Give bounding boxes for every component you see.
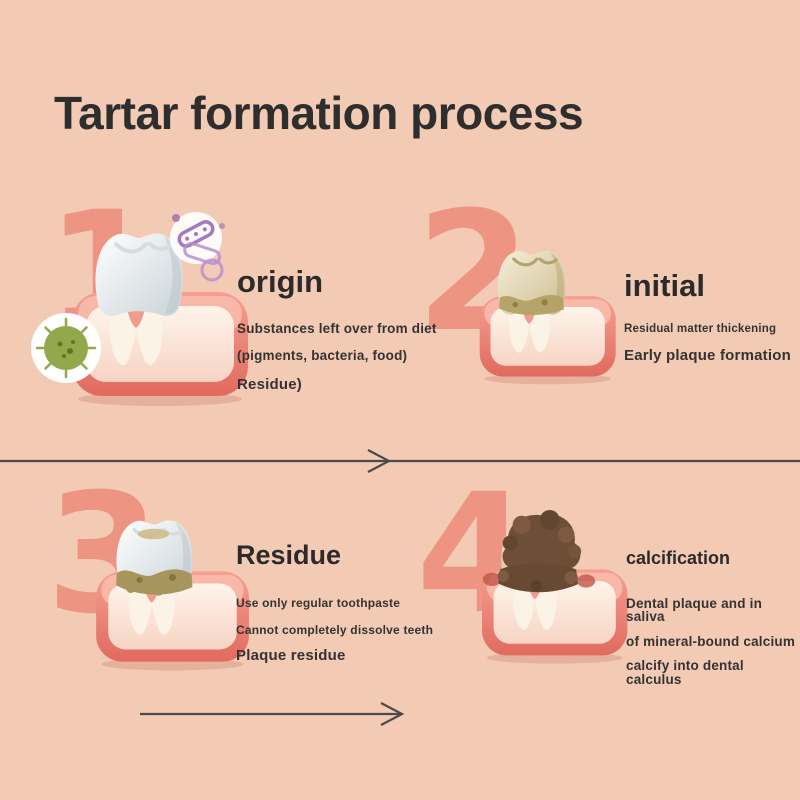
step-3-line: Cannot completely dissolve teeth	[236, 623, 434, 638]
step-1-line: Residue)	[237, 375, 302, 393]
step-3-line: Plaque residue	[236, 647, 346, 665]
inflamed-gum-spot	[577, 574, 596, 588]
step-2-line: Early plaque formation	[624, 347, 791, 365]
step-3-text: Residue Use only regular toothpaste Cann…	[236, 540, 433, 663]
tooth-illustration-stage-3	[56, 488, 256, 679]
step-1-text: origin Substances left over from diet (p…	[237, 264, 437, 392]
step-2-text: initial Residual matter thickening Early…	[624, 268, 791, 363]
plaque-band	[499, 294, 564, 316]
step-3-line: Use only regular toothpaste	[236, 596, 401, 611]
step-4-heading: calcification	[626, 548, 731, 568]
bacteria-icon	[170, 212, 225, 282]
tooth-roots	[512, 582, 557, 630]
gum-notch	[127, 308, 145, 328]
arrow-right-icon	[140, 702, 405, 726]
step-1-heading: origin	[237, 264, 324, 299]
step-2-line: Residual matter thickening	[624, 322, 777, 335]
step-3-heading: Residue	[236, 540, 342, 570]
plaque-band	[116, 569, 193, 596]
page-title: Tartar formation process	[54, 87, 584, 139]
tooth-illustration-stage-4	[444, 490, 634, 672]
step-4-text: calcification Dental plaque and in saliv…	[626, 548, 800, 686]
step-2-heading: initial	[624, 268, 705, 303]
germ-icon	[31, 313, 101, 383]
inflamed-gum-spot	[482, 572, 501, 586]
tooth-illustration-stage-2	[444, 222, 622, 392]
tartar-mass	[497, 509, 582, 593]
tooth-illustration-stage-1	[26, 196, 256, 416]
step-1-line: Substances left over from diet	[237, 320, 437, 336]
tooth-roots	[128, 585, 175, 635]
step-4-line: of mineral-bound calcium	[626, 633, 796, 649]
tooth-roots	[508, 308, 550, 353]
step-4-line: Dental plaque and in saliva	[626, 595, 763, 625]
tooth-roots	[109, 308, 163, 366]
tooth-crown	[95, 233, 183, 316]
step-1-line: (pigments, bacteria, food)	[237, 348, 408, 364]
step-4-line: calcify into dental calculus	[626, 658, 744, 687]
